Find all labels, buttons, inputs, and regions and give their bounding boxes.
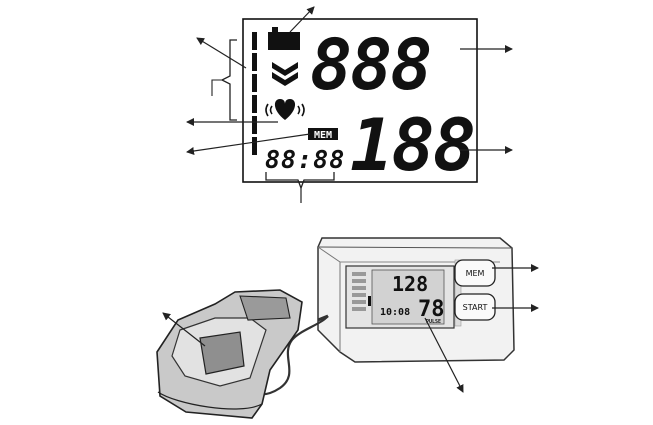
device-pulse-label: PULSE: [426, 319, 441, 325]
lcd-detail: MEM 88:88 888 188: [186, 6, 513, 203]
mem-button-label: MEM: [466, 269, 485, 278]
pressure-indicator-bar: [252, 32, 257, 155]
device-diastolic: 78: [418, 297, 445, 322]
lcd-diastolic: 188: [350, 103, 474, 187]
start-button[interactable]: START: [454, 293, 496, 321]
battery-icon: [268, 32, 300, 50]
callout-arrow-display: [424, 317, 464, 393]
arm-cuff: [156, 289, 329, 419]
heart-icon: [265, 99, 305, 120]
cuff-patch: [199, 331, 245, 375]
callout-arrow-mem: [186, 133, 311, 155]
callout-arrow-battery: [289, 6, 315, 33]
mem-button[interactable]: MEM: [454, 259, 496, 287]
mem-badge: MEM: [314, 130, 332, 141]
device-side-strip: [454, 259, 462, 327]
device-systolic: 128: [392, 272, 428, 296]
bp-monitor-device: 128 78 10:08 PULSE MEM START: [317, 237, 515, 363]
lcd-time: 88:88: [265, 145, 345, 174]
device-callout-arrows: [162, 264, 539, 393]
callout-arrow-bar: [196, 37, 247, 69]
left-brace: [220, 39, 237, 121]
lcd-callout-arrows: [186, 6, 513, 155]
mem-badge-bg: [308, 128, 338, 140]
lcd-systolic: 888: [310, 24, 430, 106]
start-button-label: START: [463, 303, 488, 312]
device-time: 10:08: [380, 307, 410, 318]
chevron-down-icon: [272, 62, 298, 86]
brace-connector: [211, 79, 222, 96]
callout-arrow-cuff: [162, 312, 206, 347]
device-screen: [371, 269, 445, 325]
device-indicator-column: [352, 272, 371, 311]
